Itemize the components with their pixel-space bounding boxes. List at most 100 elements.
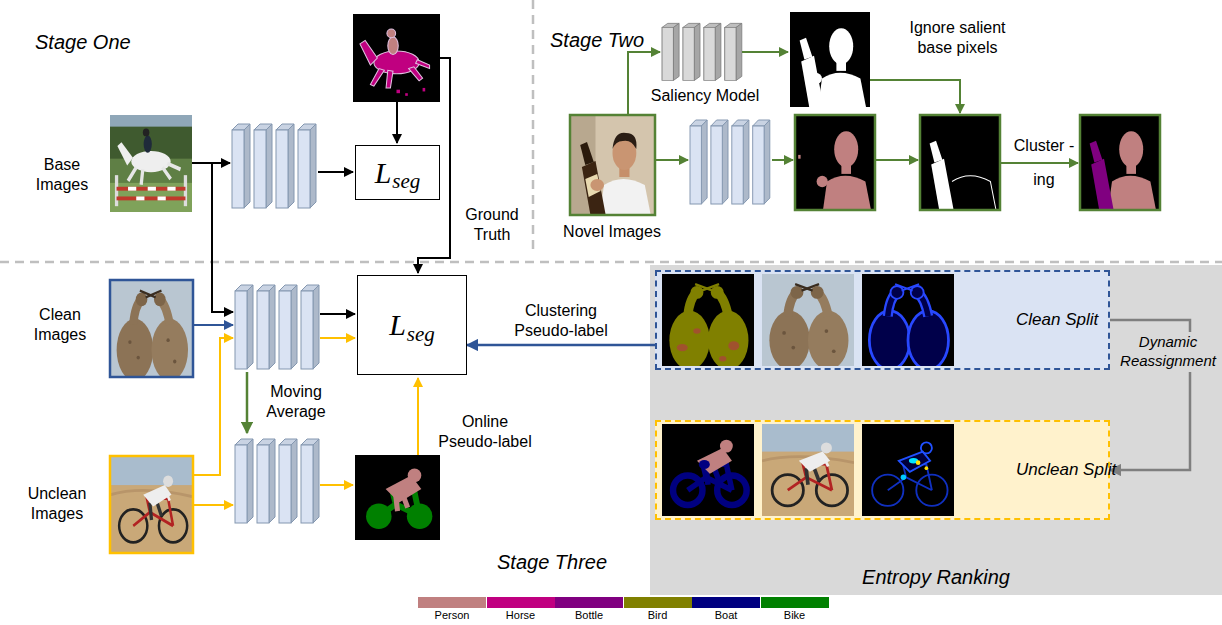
label-holder: Base Images: [20, 155, 104, 195]
arrow: [320, 484, 353, 486]
arrow: [193, 324, 233, 326]
legend-swatch: [418, 597, 486, 608]
arrow: [193, 504, 233, 506]
legend-label: Horse: [487, 609, 555, 622]
clean-image: [762, 274, 854, 370]
legend-item: Boat: [692, 597, 760, 623]
clean-image: [110, 280, 193, 381]
edge-label: Dynamic Reassignment: [1116, 332, 1220, 372]
arrow: [870, 80, 960, 113]
loss-box: Lseg: [357, 275, 467, 375]
image-caption: Clean Images: [18, 305, 102, 345]
legend-swatch: [487, 597, 555, 608]
online-pseudo-label-mask: [355, 455, 440, 540]
label-holder: Dynamic Reassignment: [1116, 332, 1220, 372]
legend-swatch: [761, 597, 829, 608]
arrow-caption: Online Pseudo-label: [430, 412, 540, 452]
ground-truth-mask: [353, 14, 440, 102]
arrow: [655, 159, 688, 161]
legend-item: Person: [418, 597, 486, 623]
unclean-split-box: Unclean Split: [655, 420, 1110, 520]
network-icon: [690, 120, 770, 204]
legend-label: Person: [418, 609, 486, 622]
label-holder: Stage Three: [497, 550, 647, 574]
label-holder: Saliency Model: [645, 86, 765, 106]
stage-title: Stage Two: [550, 28, 700, 52]
student-network-icon: [235, 285, 319, 369]
stage-divider: [0, 261, 1222, 264]
label-holder: Stage One: [35, 30, 185, 54]
legend-item: Bottle: [555, 597, 623, 623]
image-frame: [110, 456, 193, 553]
arrow-caption: Ignore salient base pixels: [895, 18, 1020, 58]
saliency-model-icon: [662, 23, 742, 80]
arrow: [212, 163, 233, 312]
image-frame: [920, 115, 1000, 210]
stage-title: Stage Three: [497, 550, 647, 574]
arrow: [628, 52, 660, 115]
arrow: [772, 159, 793, 161]
entropy-ranking-panel: Entropy Ranking Clean SplitUnclean Split: [650, 265, 1222, 595]
split-name: Clean Split: [1016, 310, 1088, 330]
arrow-caption: Ground Truth: [456, 205, 528, 245]
label-holder: Novel Images: [557, 222, 667, 242]
unclean-image: [110, 456, 193, 553]
clean-split-box: Clean Split: [655, 270, 1110, 370]
pseudo-label-arrow: [467, 344, 655, 347]
label-holder: Clean Images: [18, 305, 102, 345]
ignored-pixels-mask: [920, 115, 1000, 210]
label-holder: Ignore salient base pixels: [895, 18, 1020, 58]
legend-item: Bird: [624, 597, 692, 623]
arrow: [320, 313, 355, 315]
image-frame: [570, 115, 655, 215]
label-holder: Stage Two: [550, 28, 700, 52]
arrow: [417, 378, 419, 455]
loss-box: Lseg: [355, 145, 440, 200]
entropy-panel-fill: [650, 265, 1222, 595]
entropy-map: [862, 424, 954, 516]
image-caption: Base Images: [20, 155, 104, 195]
label-holder: Clustering Pseudo-label: [506, 301, 616, 341]
novel-image: [570, 115, 655, 215]
unclean-split-fill: [655, 420, 1110, 520]
unclean-image: [762, 424, 854, 516]
legend-item: Horse: [487, 597, 555, 623]
arrow: [193, 338, 233, 475]
stage-title: Stage One: [35, 30, 185, 54]
network-icon: [232, 124, 316, 208]
legend-label: Boat: [692, 609, 760, 622]
saliency-mask: [790, 12, 870, 107]
arrow: [742, 51, 788, 53]
legend-label: Bird: [624, 609, 692, 622]
loss-subscript: seg: [392, 171, 420, 192]
panel-title: Entropy Ranking: [862, 565, 1010, 589]
base-image: [110, 115, 192, 212]
unclean-pseudo-label: [662, 424, 754, 516]
loss-symbol: L: [375, 158, 392, 188]
arrow: [318, 171, 353, 173]
moving-average-arrow: [246, 372, 249, 433]
arrow: [875, 159, 918, 161]
arrow-caption: Moving Average: [256, 382, 336, 422]
image-frame: [795, 115, 875, 210]
arrow-caption: Cluster -ing: [1010, 129, 1078, 197]
legend-label: Bottle: [555, 609, 623, 622]
image-caption: Novel Images: [557, 222, 667, 242]
loss-symbol: L: [389, 310, 406, 340]
legend-label: Bike: [761, 609, 829, 622]
clustered-mask: [1080, 115, 1160, 210]
label-holder: Moving Average: [256, 382, 336, 422]
split-name: Unclean Split: [1016, 460, 1088, 480]
model-caption: Saliency Model: [645, 86, 765, 106]
image-caption: Unclean Images: [12, 484, 102, 524]
arrow: [396, 102, 398, 143]
legend-item: Bike: [761, 597, 829, 623]
image-frame: [1080, 115, 1160, 210]
clean-split-fill: [655, 270, 1110, 370]
segmentation-output: [795, 115, 875, 210]
loss-subscript: seg: [407, 324, 435, 345]
label-holder: Online Pseudo-label: [430, 412, 540, 452]
label-holder: Unclean Images: [12, 484, 102, 524]
teacher-network-icon: [235, 439, 319, 523]
